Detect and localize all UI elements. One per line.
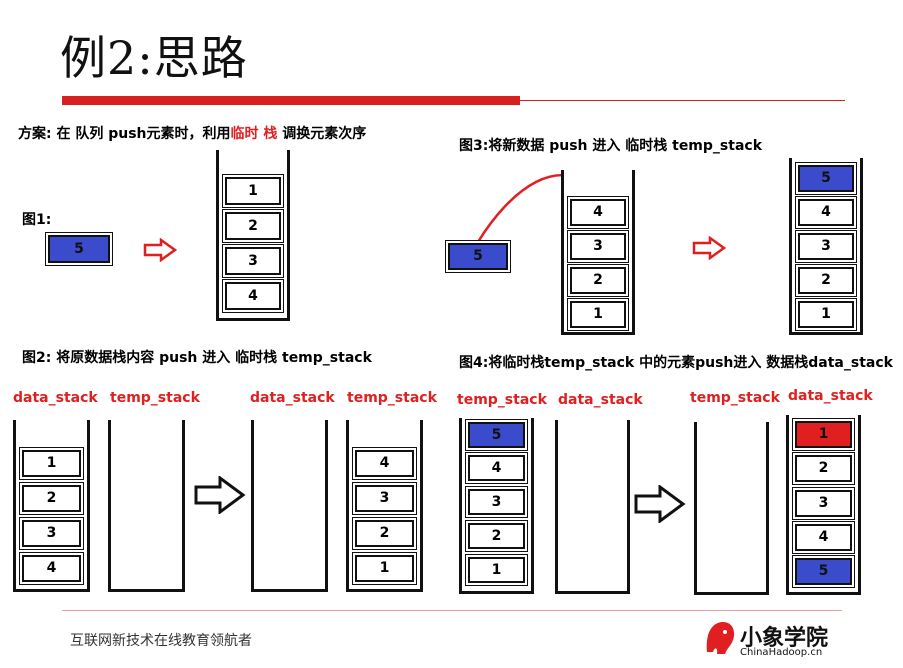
stack-cell: 5: [798, 165, 854, 192]
fig2-after-temp-stack: 4 3 2 1: [346, 420, 423, 592]
fig3-arrow-icon: [692, 236, 726, 260]
stack-cell: 1: [795, 421, 852, 448]
brand-site: ChinaHadoop.cn: [740, 647, 823, 658]
stack-cell: 2: [468, 523, 525, 549]
fig2-after-temp-name: temp_stack: [347, 390, 437, 406]
stack-cell: 1: [468, 557, 525, 583]
fig2-after-data-name: data_stack: [250, 390, 335, 406]
stack-cell: 3: [22, 520, 81, 547]
page-title: 例2:思路: [60, 31, 248, 85]
stack-cell: 4: [570, 199, 626, 226]
fig4-before-temp-name: temp_stack: [457, 392, 547, 408]
stack-cell: 3: [795, 490, 852, 517]
stack-cell: 4: [225, 282, 281, 310]
fig4-after-data-stack: 1 2 3 4 5: [786, 415, 861, 595]
fig2-before-data-name: data_stack: [13, 390, 98, 406]
stack-cell: 3: [468, 489, 525, 515]
stack-cell: 1: [22, 450, 81, 477]
stack-cell: 4: [22, 555, 81, 582]
title-underline-line: [520, 100, 845, 101]
stack-cell: 1: [798, 301, 854, 328]
fig4-before-data-name: data_stack: [558, 392, 643, 408]
fig2-before-temp-stack: [108, 420, 185, 592]
plan-suffix: 调换元素次序: [277, 126, 367, 142]
plan-text: 方案: 在 队列 push元素时，利用临时 栈 调换元素次序: [18, 123, 366, 143]
fig1-arrow-icon: [143, 238, 177, 262]
stack-cell: 3: [225, 247, 281, 275]
stack-cell: 4: [355, 450, 414, 477]
fig2-label: 图2: 将原数据栈内容 push 进入 临时栈 temp_stack: [22, 350, 372, 366]
stack-cell: 5: [468, 422, 525, 448]
footer-divider: [62, 610, 842, 611]
stack-cell: 2: [225, 212, 281, 240]
fig4-after-temp-name: temp_stack: [690, 390, 780, 406]
elephant-logo-icon: [706, 622, 735, 654]
fig3-new-item: 5: [448, 243, 508, 270]
fig4-after-data-name: data_stack: [788, 388, 873, 404]
footer-slogan: 互联网新技术在线教育领航者: [70, 633, 252, 649]
fig3-stack-after: 5 4 3 2 1: [789, 158, 863, 335]
stack-cell: 5: [795, 558, 852, 585]
fig2-before-temp-name: temp_stack: [110, 390, 200, 406]
stack-cell: 2: [355, 520, 414, 547]
stack-cell: 2: [795, 455, 852, 482]
brand-name: 小象学院: [740, 626, 829, 651]
fig4-before-temp-stack: 5 4 3 2 1: [459, 418, 534, 594]
stack-cell: 3: [798, 233, 854, 260]
fig2-after-data-stack: [251, 420, 328, 592]
title-underline-bar: [62, 96, 520, 105]
stack-cell: 4: [795, 524, 852, 551]
stack-cell: 2: [798, 267, 854, 294]
fig4-arrow-icon: [634, 485, 686, 523]
fig1-label: 图1:: [22, 212, 52, 228]
fig3-label: 图3:将新数据 push 进入 临时栈 temp_stack: [459, 138, 763, 154]
stack-cell: 3: [355, 485, 414, 512]
fig4-after-temp-stack: [694, 422, 769, 595]
stack-cell: 1: [355, 555, 414, 582]
plan-prefix: 方案: 在 队列 push元素时，利用: [18, 126, 231, 142]
fig1-stack: 1 2 3 4: [216, 150, 290, 321]
fig4-label: 图4:将临时栈temp_stack 中的元素push进入 数据栈data_sta…: [459, 355, 893, 371]
stack-cell: 1: [225, 177, 281, 205]
stack-cell: 2: [22, 485, 81, 512]
stack-cell: 2: [570, 267, 626, 294]
fig1-new-item: 5: [48, 235, 110, 263]
fig4-before-data-stack: [555, 420, 630, 594]
fig2-before-data-stack: 1 2 3 4: [13, 420, 90, 592]
stack-cell: 3: [570, 233, 626, 260]
stack-cell: 4: [798, 199, 854, 226]
stack-cell: 1: [570, 301, 626, 328]
fig2-arrow-icon: [194, 476, 246, 514]
fig3-stack-before: 4 3 2 1: [561, 170, 635, 335]
stack-cell: 4: [468, 455, 525, 481]
plan-highlight: 临时 栈: [230, 126, 278, 142]
